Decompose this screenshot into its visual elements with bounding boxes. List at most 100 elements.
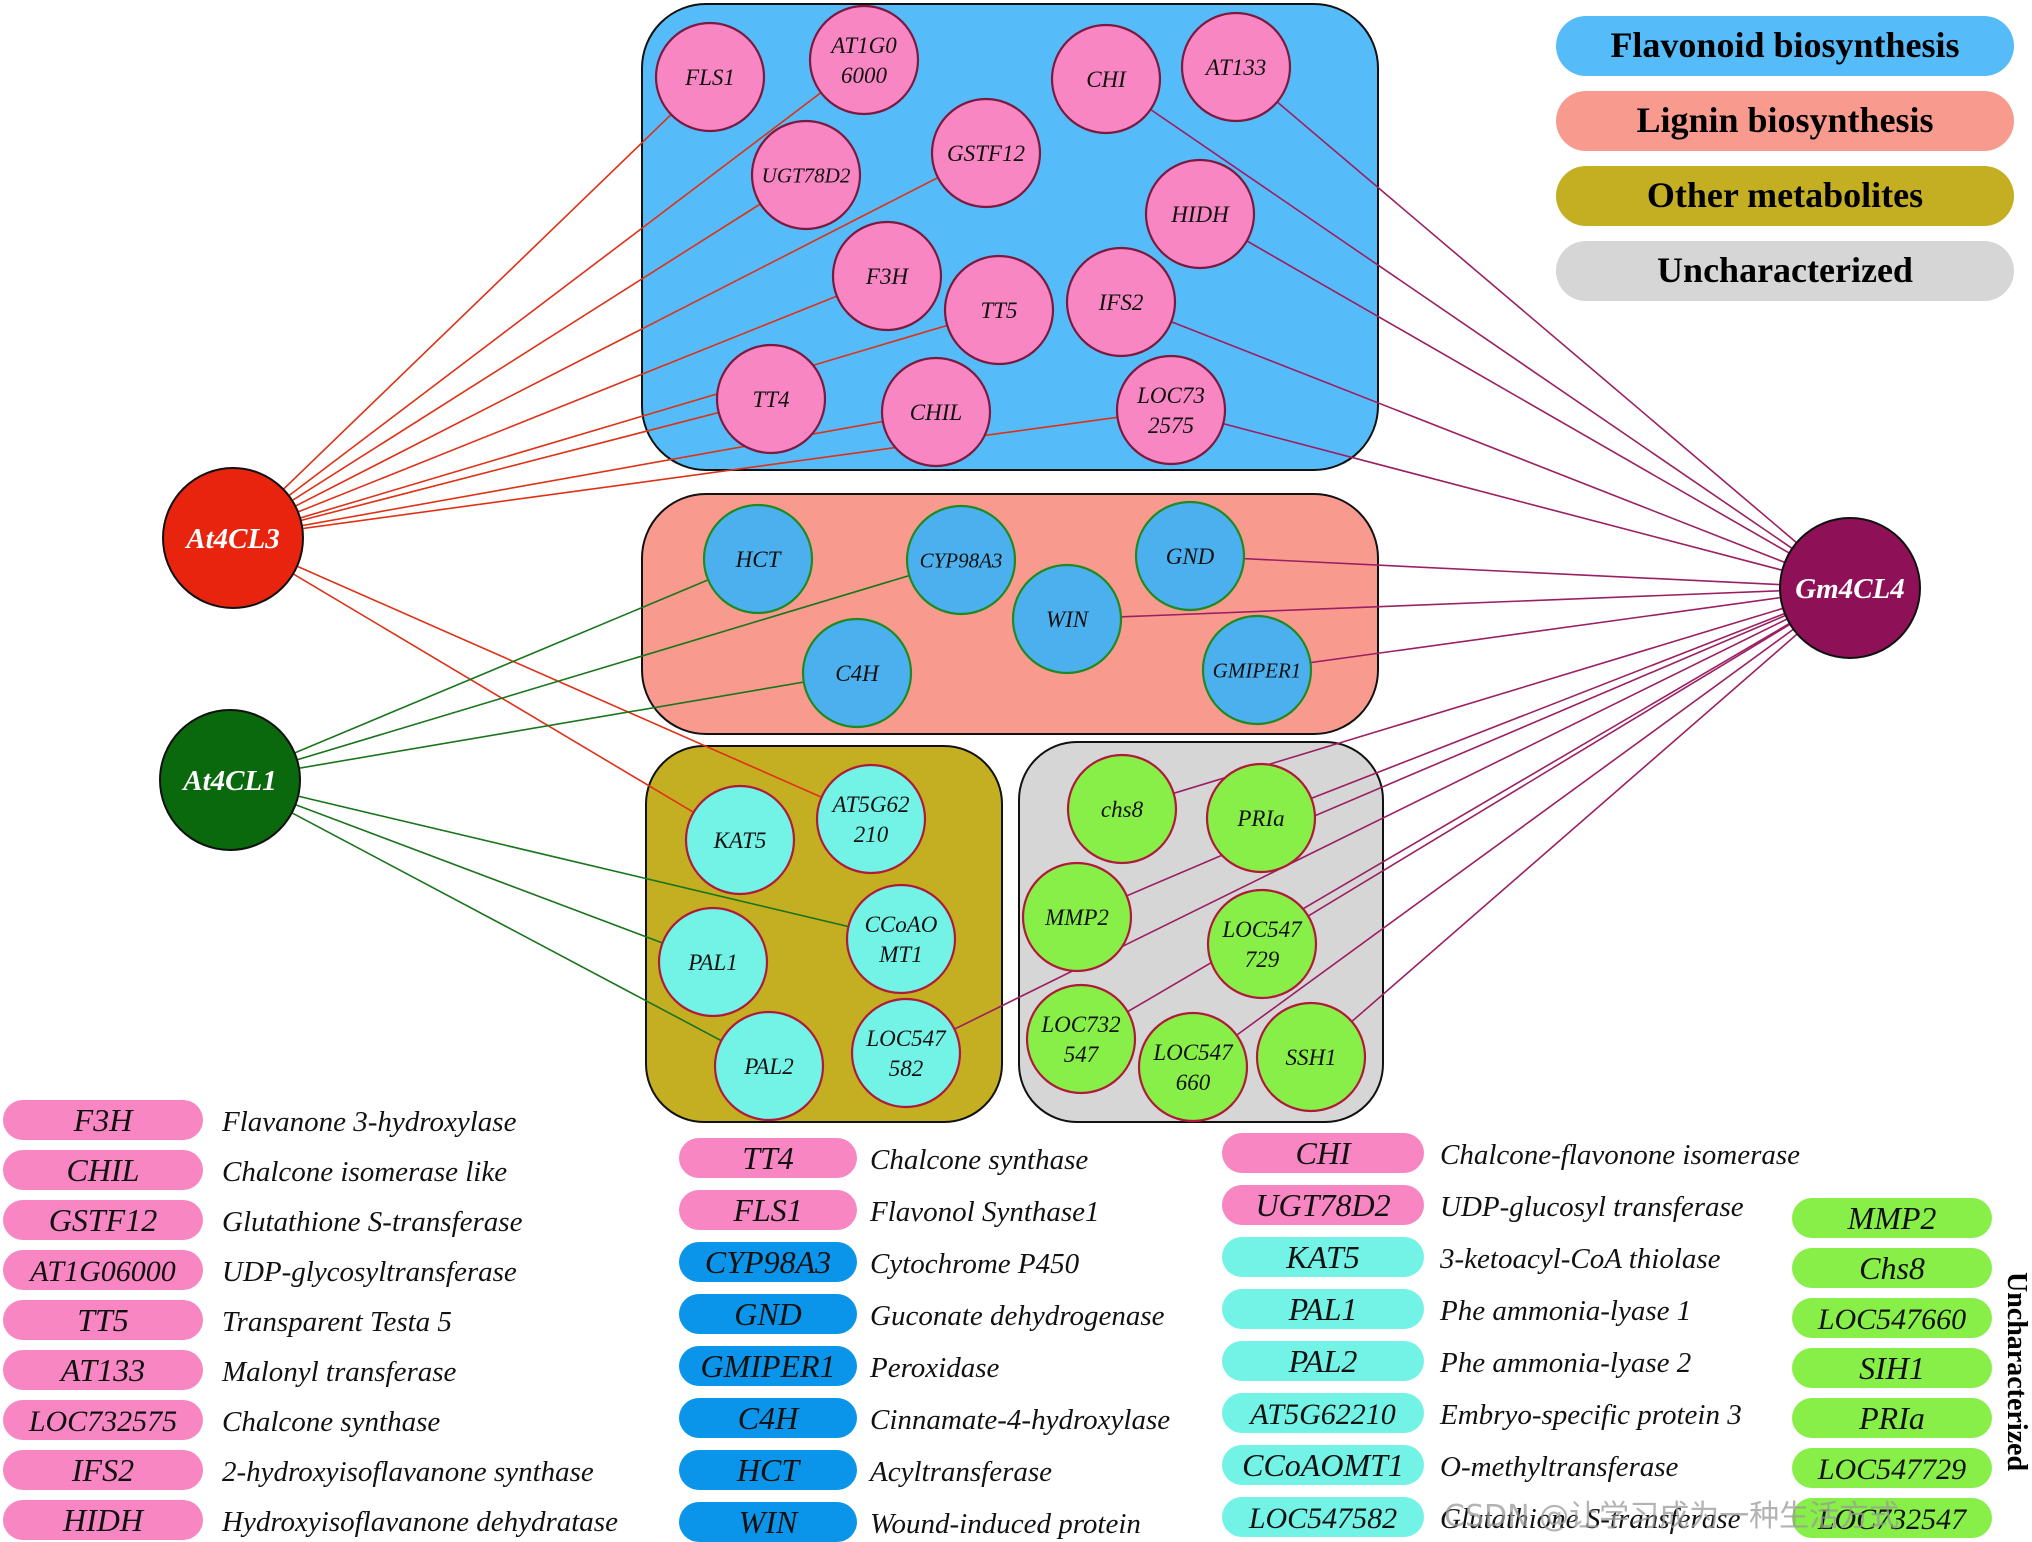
glossary-description: O-methyltransferase xyxy=(1440,1451,1679,1483)
glossary-abbr: WIN xyxy=(739,1504,799,1540)
edge-gm4cl4-loc547729 xyxy=(1261,587,1851,945)
node-circle xyxy=(943,254,1055,366)
node-label: PAL1 xyxy=(687,950,737,975)
glossary-abbr: FLS1 xyxy=(732,1192,802,1228)
node-pria[interactable]: PRIa xyxy=(1205,762,1317,874)
node-at133[interactable]: AT133 xyxy=(1180,11,1292,123)
node-chi[interactable]: CHI xyxy=(1050,23,1162,135)
node-circle xyxy=(1021,861,1133,973)
node-label: FLS1 xyxy=(684,65,735,90)
edge-at4cl1-pal1 xyxy=(229,779,714,963)
node-label: KAT5 xyxy=(713,828,767,853)
hub-circle xyxy=(1779,517,1921,659)
node-circle xyxy=(1115,354,1227,466)
node-tt4[interactable]: TT4 xyxy=(715,343,827,455)
node-win[interactable]: WIN xyxy=(1011,563,1123,675)
glossary-description: Glutathione S-transferase xyxy=(222,1206,523,1238)
glossary-pill xyxy=(3,1200,203,1240)
node-pal2[interactable]: PAL2 xyxy=(713,1010,825,1122)
node-label-line: 660 xyxy=(1176,1070,1211,1095)
node-gmiper1[interactable]: GMIPER1 xyxy=(1201,614,1313,726)
node-kat5[interactable]: KAT5 xyxy=(684,784,796,896)
node-label-line: 582 xyxy=(889,1056,924,1081)
node-gnd[interactable]: GND xyxy=(1134,500,1246,612)
glossary-pill xyxy=(3,1400,203,1440)
node-chs8[interactable]: chs8 xyxy=(1066,753,1178,865)
node-label: HIDH xyxy=(1170,202,1230,227)
glossary-abbr: UGT78D2 xyxy=(1255,1187,1390,1223)
hub-at4cl1[interactable]: At4CL1 xyxy=(159,709,301,851)
hub-gm4cl4[interactable]: Gm4CL4 xyxy=(1779,517,1921,659)
node-hidh[interactable]: HIDH xyxy=(1144,158,1256,270)
edge-gm4cl4-mmp2 xyxy=(1076,587,1851,918)
node-pal1[interactable]: PAL1 xyxy=(657,906,769,1018)
glossary-entry-ccoaomt1: CCoAOMT1 O-methyltransferase xyxy=(1222,1445,1679,1485)
node-label-line: CHI xyxy=(1086,67,1127,92)
hub-at4cl3[interactable]: At4CL3 xyxy=(162,467,304,609)
edge-at4cl1-pal2 xyxy=(229,779,770,1067)
glossary-description: Cinnamate-4-hydroxylase xyxy=(870,1404,1170,1436)
node-circle xyxy=(1066,753,1178,865)
hub-circle xyxy=(162,467,304,609)
glossary-abbr: CHI xyxy=(1295,1135,1351,1171)
node-circle xyxy=(1255,1001,1367,1113)
node-ugt78d2[interactable]: UGT78D2 xyxy=(750,119,862,231)
edge-gm4cl4-ssh1 xyxy=(1310,587,1851,1058)
glossary-description: Hydroxyisoflavanone dehydratase xyxy=(221,1506,618,1538)
node-label-line: FLS1 xyxy=(684,65,735,90)
edge-at4cl3-f3h xyxy=(232,275,888,539)
watermark-text: CSDN @让学习成为一种生活方式 xyxy=(1444,1499,1899,1534)
edge-gm4cl4-hidh xyxy=(1199,213,1851,589)
glossary-description: UDP-glucosyl transferase xyxy=(1440,1191,1744,1223)
node-circle xyxy=(684,784,796,896)
node-ifs2[interactable]: IFS2 xyxy=(1065,246,1177,358)
node-cyp98a3[interactable]: CYP98A3 xyxy=(905,504,1017,616)
node-label: MMP2 xyxy=(1044,905,1109,930)
node-label: GSTF12 xyxy=(947,141,1025,166)
node-label: CHI xyxy=(1086,67,1127,92)
edge-gm4cl4-pria xyxy=(1260,587,1851,819)
glossary-abbr: CCoAOMT1 xyxy=(1242,1447,1404,1483)
node-f3h[interactable]: F3H xyxy=(831,220,943,332)
node-label-line: IFS2 xyxy=(1098,290,1144,315)
glossary-abbr: SIH1 xyxy=(1859,1350,1925,1386)
node-label-line: LOC547 xyxy=(1152,1040,1234,1065)
node-tt5[interactable]: TT5 xyxy=(943,254,1055,366)
edge-gm4cl4-gnd xyxy=(1189,555,1851,589)
node-label: PRIa xyxy=(1236,806,1284,831)
node-label-line: 547 xyxy=(1064,1042,1100,1067)
node-label: WIN xyxy=(1046,607,1090,632)
node-mmp2[interactable]: MMP2 xyxy=(1021,861,1133,973)
glossary-abbr: F3H xyxy=(73,1102,135,1138)
node-label-line: 6000 xyxy=(841,63,888,88)
node-circle xyxy=(930,97,1042,209)
glossary-pill xyxy=(1222,1133,1424,1173)
edge-at4cl3-chil xyxy=(232,411,937,539)
node-fls1[interactable]: FLS1 xyxy=(654,21,766,133)
edge-at4cl3-loc732575 xyxy=(232,409,1172,539)
node-c4h[interactable]: C4H xyxy=(801,617,913,729)
glossary-pill xyxy=(1792,1348,1992,1388)
node-gstf12[interactable]: GSTF12 xyxy=(930,97,1042,209)
node-loc547660[interactable]: LOC547 660 xyxy=(1137,1011,1249,1123)
edge-gm4cl4-gmiper1 xyxy=(1256,587,1851,671)
glossary-description: Transparent Testa 5 xyxy=(222,1306,452,1338)
glossary-pill xyxy=(3,1500,203,1540)
node-chil[interactable]: CHIL xyxy=(880,356,992,468)
node-ssh1[interactable]: SSH1 xyxy=(1255,1001,1367,1113)
node-hct[interactable]: HCT xyxy=(702,503,814,615)
edge-at4cl3-tt5 xyxy=(232,309,1000,539)
node-label-line: PRIa xyxy=(1236,806,1284,831)
